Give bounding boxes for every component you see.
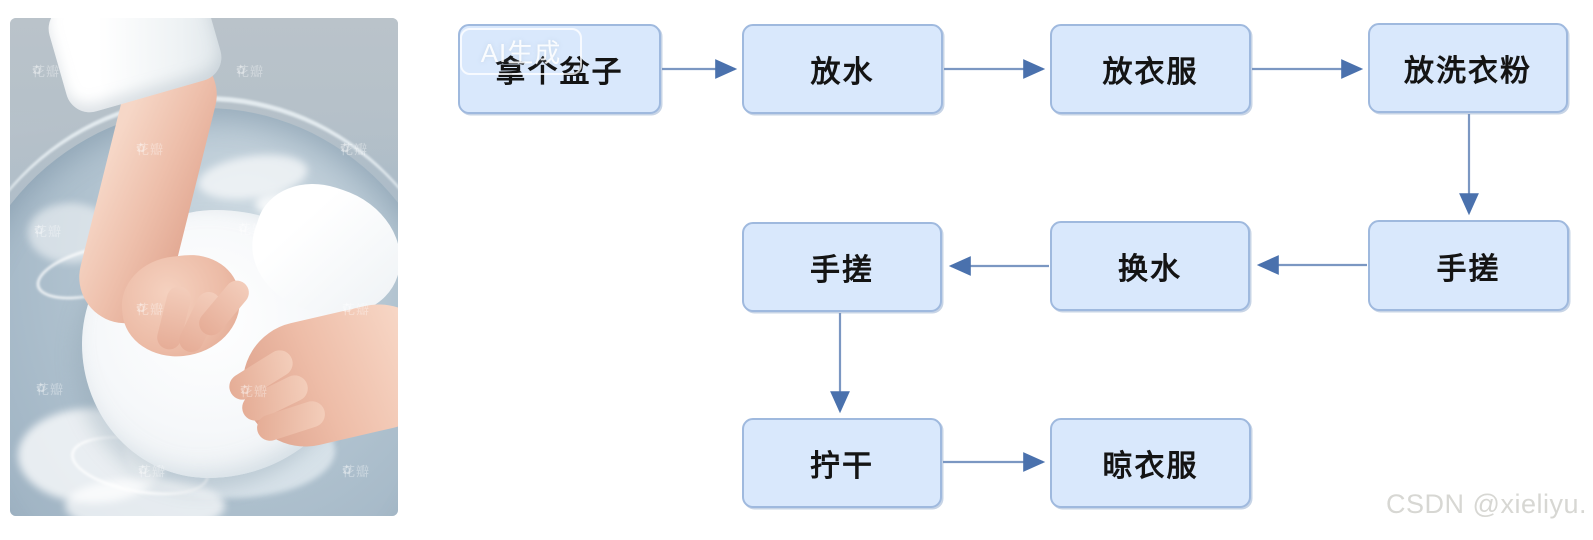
flow-node-add-clothes: 放衣服 [1050,24,1251,114]
flow-node-label: 拧干 [810,450,874,483]
csdn-watermark: CSDN @xieliyu. [1386,489,1587,519]
flow-node-label: 放衣服 [1102,56,1199,89]
water-foam [65,478,225,516]
flow-node-hand-rub-2: 手搓 [742,222,942,312]
flow-node-label: 放洗衣粉 [1404,55,1532,88]
flow-node-get-basin: 拿个盆子 [458,24,661,114]
flow-node-wring-dry: 拧干 [742,418,942,508]
huaban-logo-icon: ✿ [136,141,148,155]
flow-node-label: 手搓 [1436,252,1501,286]
huaban-logo-icon: ✿ [236,63,248,77]
huaban-logo-icon: ✿ [340,141,352,155]
washing-photo: ✿花瓣 ✿花瓣 ✿花瓣 ✿花瓣 ✿花瓣 ✿花瓣 ✿花瓣 ✿花瓣 ✿花瓣 ✿花瓣 … [10,18,398,516]
huaban-logo-icon: ✿ [138,463,150,477]
flow-node-change-water: 换水 [1050,221,1250,311]
huaban-logo-icon: ✿ [136,301,148,315]
flow-node-add-detergent: 放洗衣粉 [1368,23,1568,113]
flow-node-label: 放水 [810,56,875,89]
flow-node-label: 换水 [1118,253,1182,286]
huaban-logo-icon: ✿ [342,463,354,477]
flow-node-label: 晾衣服 [1102,450,1199,483]
flow-node-label: 拿个盆子 [495,56,624,89]
huaban-logo-icon: ✿ [238,221,250,235]
flow-node-hang-clothes: 晾衣服 [1050,418,1251,508]
flow-node-add-water: 放水 [742,24,943,114]
huaban-logo-icon: ✿ [240,383,252,397]
huaban-logo-icon: ✿ [34,223,46,237]
ai-generated-badge: AI生成 [460,28,582,75]
huaban-logo-icon: ✿ [32,63,44,77]
flow-node-hand-rub-1: 手搓 [1368,220,1569,311]
huaban-logo-icon: ✿ [36,381,48,395]
huaban-logo-icon: ✿ [342,301,354,315]
flow-node-label: 手搓 [810,254,874,287]
